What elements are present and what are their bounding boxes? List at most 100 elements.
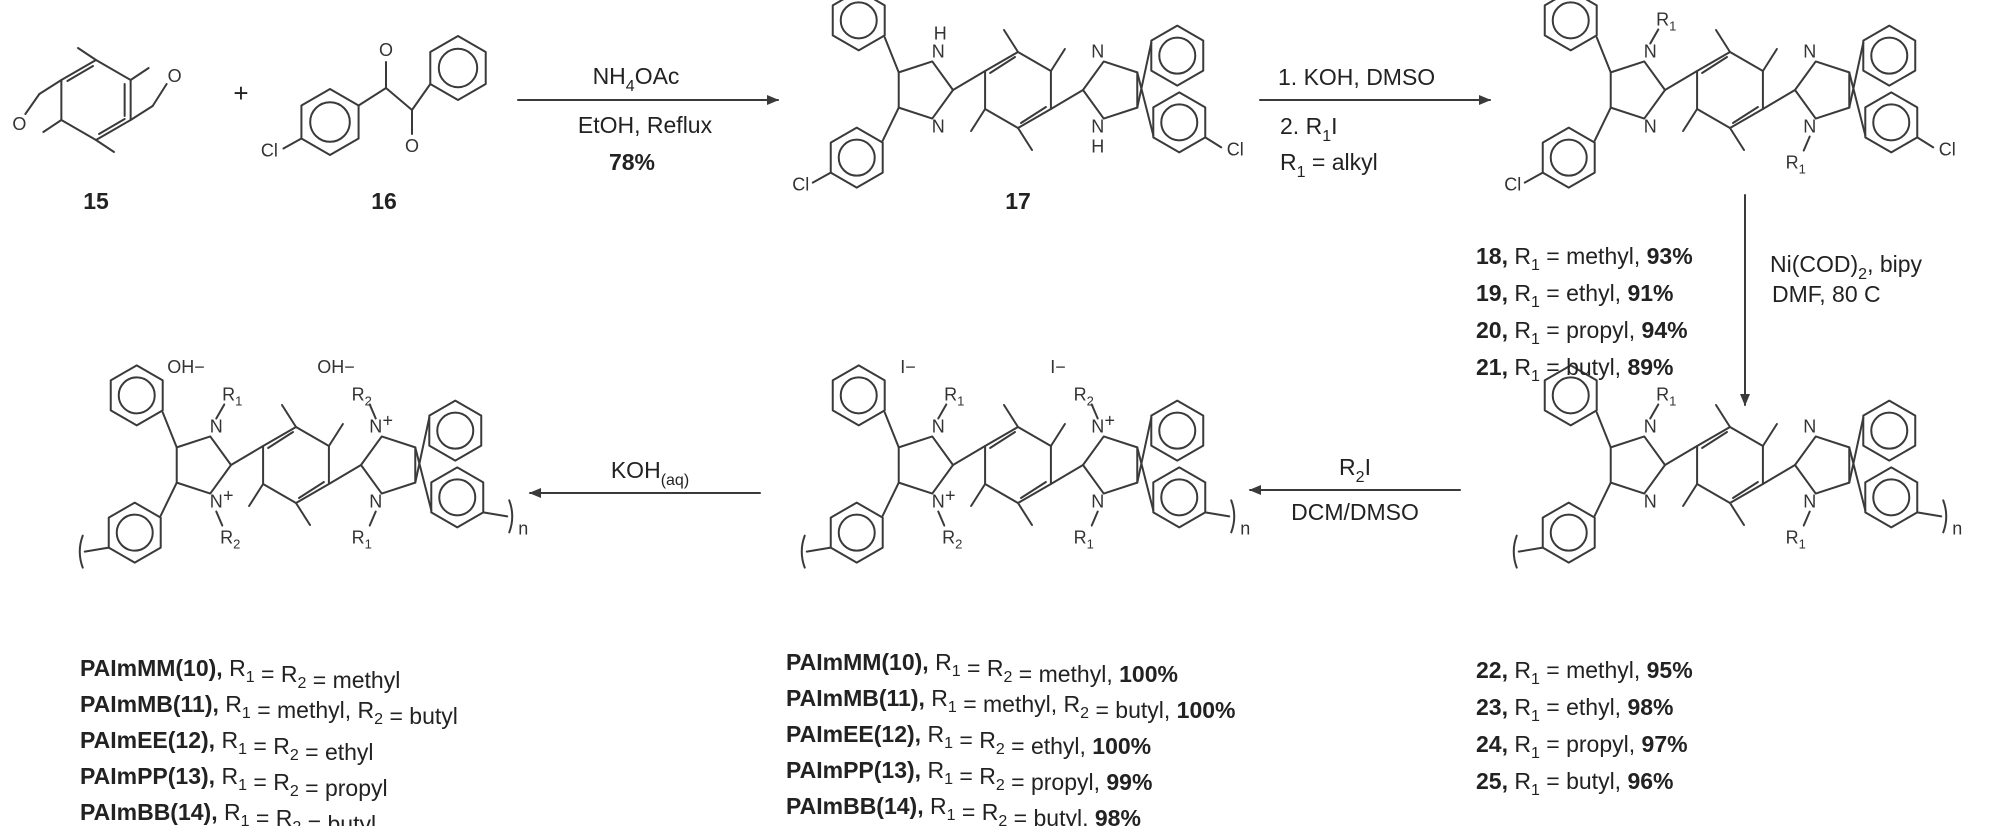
phenyl-ring-aromatic-circle	[437, 47, 479, 89]
repeat-bracket-right	[1942, 499, 1948, 534]
aryl-ring	[829, 126, 884, 189]
double-bond	[98, 118, 126, 135]
aldehyde-oxygen: O	[12, 114, 26, 134]
double-bond	[298, 481, 325, 499]
bond	[1593, 481, 1612, 517]
imidazole-ring-right	[1794, 60, 1851, 120]
bond	[411, 83, 432, 111]
aryl-ring-aromatic-circle	[1872, 103, 1911, 142]
aldehyde-bond	[38, 79, 63, 95]
bond	[1136, 41, 1153, 109]
r1-substituent: R1	[1786, 153, 1806, 177]
methyl	[1003, 404, 1019, 428]
methyl	[281, 404, 297, 428]
central-benzene	[984, 51, 1052, 129]
central-benzene	[262, 426, 330, 504]
bond	[1136, 446, 1155, 512]
r1-substituent: R1	[352, 528, 372, 552]
aryl-ring	[1864, 466, 1919, 529]
methyl	[970, 108, 987, 132]
iodide-salt-row: PAImPP(13), R1 = R2 = propyl, 99%	[786, 757, 1152, 795]
r1-substituent: R1	[944, 384, 964, 408]
hydroxide-salt-row: PAImMM(10), R1 = R2 = methyl	[80, 655, 400, 693]
aryl-ring-aromatic-circle	[1872, 478, 1911, 517]
bond	[357, 87, 387, 107]
polymer-row: 22, R1 = methyl, 95%	[1476, 657, 1693, 688]
repeat-bracket-left	[78, 534, 84, 569]
methyl	[1715, 29, 1731, 53]
imidazole-ring-right	[1794, 435, 1851, 495]
methyl	[1761, 48, 1778, 72]
imidazole-n: N	[1091, 41, 1104, 61]
positive-charge: +	[945, 486, 956, 506]
bond	[1848, 41, 1865, 109]
central-benzene	[984, 426, 1052, 504]
phenyl-ring-aromatic-circle	[1158, 36, 1197, 75]
imidazole-ring-left	[1609, 435, 1666, 495]
double-bond	[1020, 106, 1047, 124]
bond	[1761, 464, 1796, 485]
aldehyde-oxygen: O	[168, 66, 182, 86]
n-alkyl	[1802, 510, 1811, 527]
step5-reagent: KOH(aq)	[611, 457, 689, 489]
bond	[414, 416, 431, 484]
repeat-bracket-right	[508, 499, 514, 534]
aryl-ring	[430, 466, 485, 529]
monomer-row: 18, R1 = methyl, 93%	[1476, 243, 1693, 274]
iodide-salt-row: PAImMB(11), R1 = methyl, R2 = butyl, 100…	[786, 685, 1235, 723]
n-alkyl	[215, 403, 226, 420]
bond	[881, 481, 900, 517]
aryl-ring-aromatic-circle	[837, 513, 876, 552]
bond	[883, 411, 900, 449]
polymer-backbone	[1517, 546, 1544, 553]
n-alkyl	[368, 403, 377, 420]
methyl	[1003, 29, 1019, 53]
polymer-row: 25, R1 = butyl, 96%	[1476, 768, 1674, 799]
aryl-ring	[1864, 91, 1919, 154]
repeat-unit-n: n	[1952, 518, 1962, 538]
aryl-ring	[107, 501, 162, 564]
methyl	[1682, 108, 1699, 132]
bond	[1761, 89, 1796, 110]
hydroxide-salt-list: PAImMM(10), R1 = R2 = methylPAImMB(11), …	[80, 655, 458, 826]
bond	[159, 481, 178, 517]
bond	[1848, 446, 1867, 512]
monomer-row: 19, R1 = ethyl, 91%	[1476, 280, 1674, 311]
carbonyl-oxygen: O	[405, 136, 419, 156]
imidazole-n: N	[1644, 117, 1657, 137]
positive-charge: +	[1104, 410, 1115, 430]
r1-substituent: R1	[1786, 528, 1806, 552]
central-benzene	[1696, 51, 1764, 129]
phenyl-ring	[1543, 0, 1598, 52]
c-cl-bond	[1916, 136, 1935, 149]
methyl	[129, 67, 150, 81]
n-alkyl	[215, 510, 224, 527]
phenyl-ring	[429, 35, 487, 101]
methyl	[295, 502, 311, 526]
r1-substituent: R1	[222, 384, 242, 408]
phenyl-ring	[1543, 364, 1598, 427]
r1-substituent: R1	[1656, 384, 1676, 408]
step3-line2: DMF, 80 C	[1772, 281, 1881, 307]
phenyl-ring-aromatic-circle	[436, 411, 475, 450]
imidazole-ring-left	[897, 60, 954, 120]
repeat-bracket-right	[1230, 499, 1236, 534]
bond	[1593, 106, 1612, 142]
aryl-ring	[1541, 126, 1596, 189]
iodide-salt-row: PAImMM(10), R1 = R2 = methyl, 100%	[786, 649, 1178, 687]
compound-17-label: 17	[1005, 188, 1031, 214]
nh-hydrogen: H	[934, 23, 947, 43]
imidazole-n: N	[1803, 492, 1816, 512]
phenyl-ring	[831, 364, 886, 427]
r2-substituent: R2	[220, 528, 240, 552]
phenyl-ring-aromatic-circle	[1158, 411, 1197, 450]
methyl	[1729, 502, 1745, 526]
methyl	[1715, 404, 1731, 428]
imidazole-n: N	[1091, 416, 1104, 436]
bond	[1049, 464, 1084, 485]
r1-substituent: R1	[1656, 9, 1676, 33]
monomer-row: 20, R1 = propyl, 94%	[1476, 317, 1688, 348]
repeat-unit-n: n	[518, 518, 528, 538]
positive-charge: +	[223, 486, 234, 506]
